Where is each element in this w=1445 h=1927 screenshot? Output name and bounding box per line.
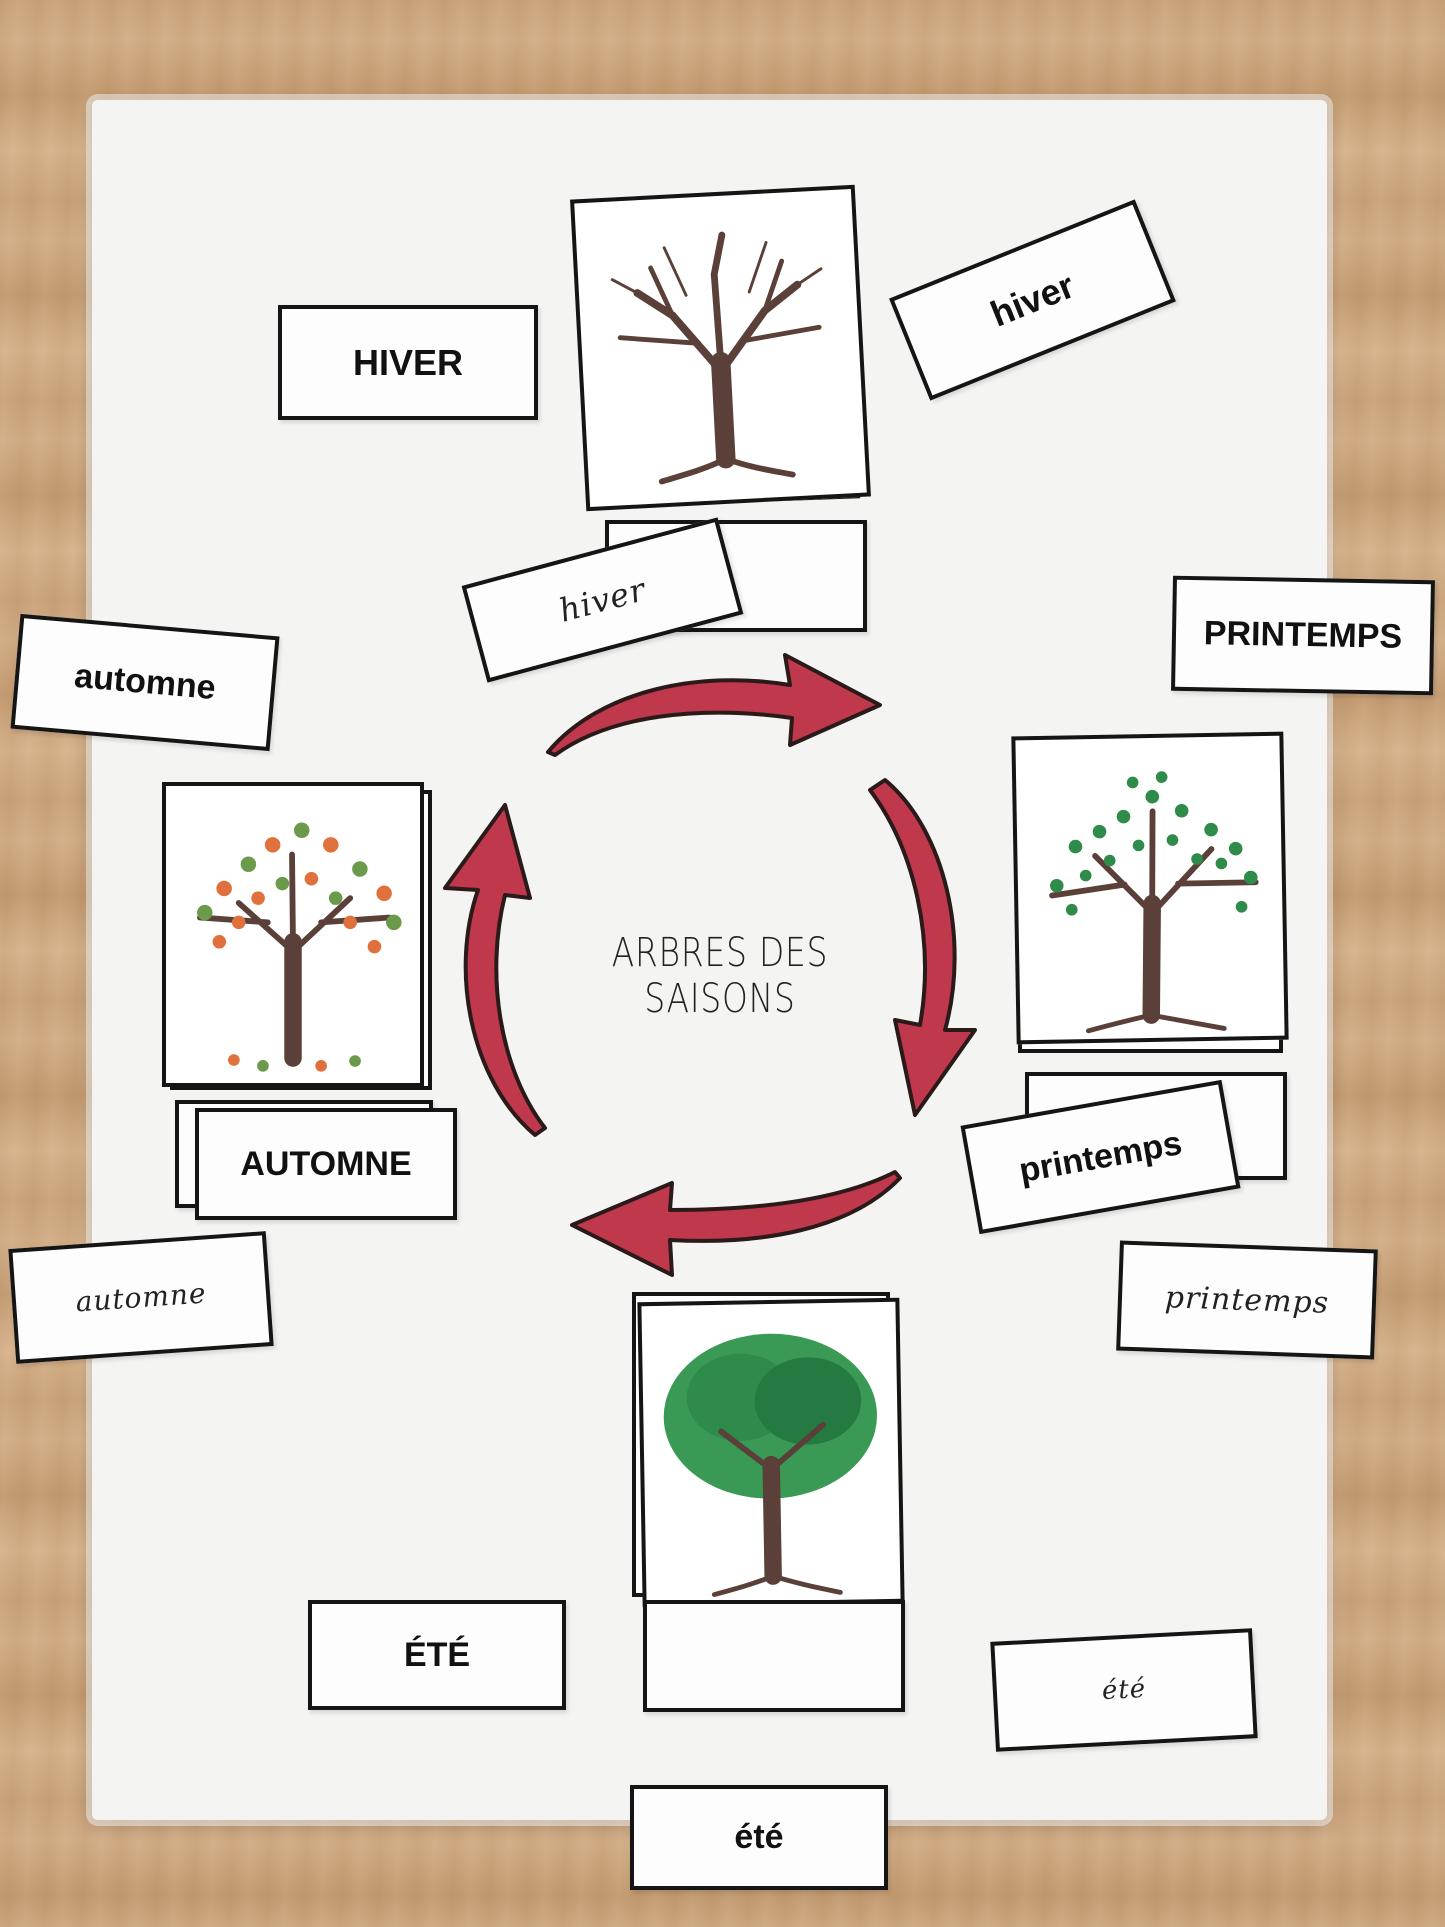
bare-tree-icon [610,231,823,485]
spring-caps-label-card[interactable]: PRINTEMPS [1171,575,1435,696]
spring-photo-card[interactable] [1011,731,1289,1045]
summer-script-label-card[interactable]: été [990,1628,1258,1752]
autumn-caps-label-card[interactable]: AUTOMNE [195,1108,457,1220]
summer-caps-label-card[interactable]: ÉTÉ [308,1600,566,1710]
green-sparse-tree-icon [1049,771,1259,1034]
poster-title: ARBRES DES SAISONS [611,930,829,1022]
green-full-tree-icon [663,1333,878,1597]
summer-lower-label-card[interactable]: été [630,1785,888,1890]
summer-empty-label-slot[interactable] [643,1600,905,1712]
winter-photo-card[interactable] [570,184,871,512]
autumn-tree-icon [197,822,402,1072]
autumn-photo-card[interactable] [162,782,424,1087]
spring-script-label-card[interactable]: printemps [1116,1240,1378,1360]
summer-photo-card[interactable] [637,1297,905,1608]
autumn-script-label-card[interactable]: automne [8,1231,274,1364]
autumn-lower-label-card[interactable]: automne [10,613,280,752]
winter-caps-label-card[interactable]: HIVER [278,305,538,420]
